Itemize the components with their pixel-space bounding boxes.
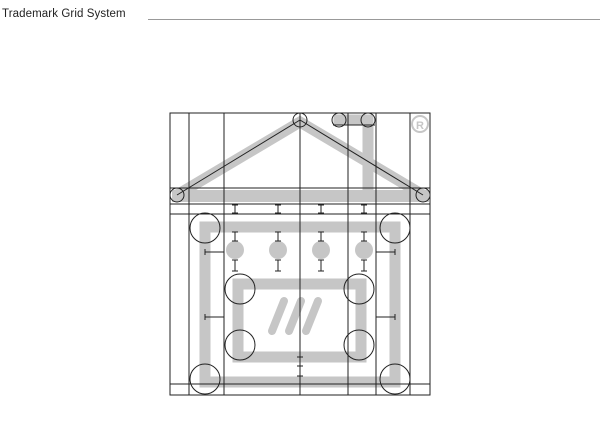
baluster-dot [355,241,373,259]
slash-mark [302,297,322,335]
baluster-dot [226,241,244,259]
registered-mark: R [411,115,429,133]
baluster-dot [269,241,287,259]
baluster-dot [312,241,330,259]
svg-text:R: R [416,120,424,132]
chimney-shape [333,114,374,191]
slash-mark [268,297,288,335]
grid-lines [169,112,431,396]
dimension-ticks [204,204,396,385]
page-title: Trademark Grid System [2,8,126,20]
title-rule [148,19,600,20]
slash-mark [285,297,305,335]
